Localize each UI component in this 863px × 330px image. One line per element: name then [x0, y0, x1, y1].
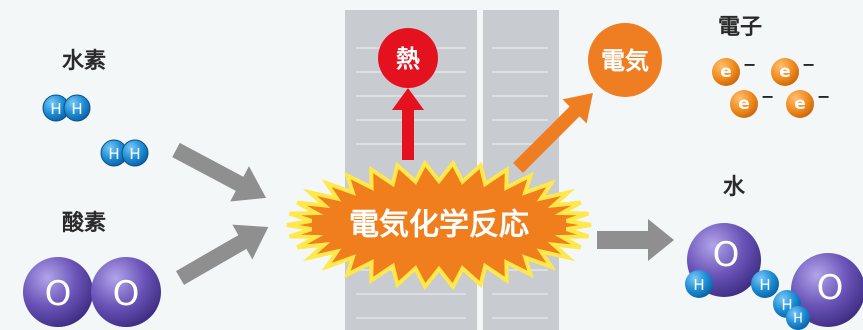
electron-4: e − — [786, 87, 830, 118]
hydrogen-atom-label: H — [71, 100, 82, 118]
oxygen-input-arrow — [176, 224, 269, 285]
svg-text:e: e — [738, 94, 750, 114]
oxygen-atom-label: O — [817, 268, 844, 308]
water-label: 水 — [723, 175, 746, 200]
hydrogen-atom-label: H — [108, 145, 119, 163]
svg-text:−: − — [817, 87, 830, 106]
electricity-arrow — [513, 93, 593, 173]
svg-text:e: e — [779, 62, 791, 82]
hydrogen-molecule-2: H H — [100, 139, 149, 167]
electron-3: e − — [730, 87, 774, 118]
reaction-label: 電気化学反応 — [349, 208, 529, 243]
electricity-badge — [588, 23, 662, 97]
hydrogen-atom-label: H — [693, 276, 704, 294]
hydrogen-atom-label: H — [50, 100, 61, 118]
hydrogen-label: 水素 — [62, 48, 106, 74]
oxygen-atom-label: O — [713, 235, 740, 275]
hydrogen-atom-label: H — [759, 276, 770, 294]
svg-text:e: e — [794, 94, 806, 114]
heat-arrow — [392, 88, 424, 160]
water-molecule-2: O H H — [773, 253, 863, 330]
oxygen-atom-label: O — [45, 274, 72, 314]
svg-text:−: − — [802, 55, 815, 74]
hydrogen-atom-label: H — [793, 312, 803, 327]
oxygen-atom-label: O — [113, 274, 140, 314]
hydrogen-input-arrow — [172, 142, 267, 202]
svg-text:e: e — [720, 62, 732, 82]
electron-label: 電子 — [718, 15, 762, 40]
heat-label: 熱 — [396, 45, 420, 73]
water-molecule-1: O H H — [685, 223, 779, 298]
electron-2: e − — [771, 55, 815, 86]
svg-text:−: − — [743, 55, 756, 74]
electron-1: e − — [712, 55, 756, 86]
oxygen-label: 酸素 — [62, 210, 106, 236]
svg-text:−: − — [761, 87, 774, 106]
hydrogen-atom-label: H — [781, 296, 792, 314]
electricity-label: 電気 — [601, 47, 649, 75]
hydrogen-atom-label: H — [129, 145, 140, 163]
reaction-burst: 電気化学反応 — [286, 159, 592, 291]
water-output-arrow — [597, 219, 674, 261]
oxygen-molecule: O O — [23, 257, 161, 327]
hydrogen-molecule-1: H H — [42, 94, 91, 122]
heat-badge — [378, 28, 438, 88]
